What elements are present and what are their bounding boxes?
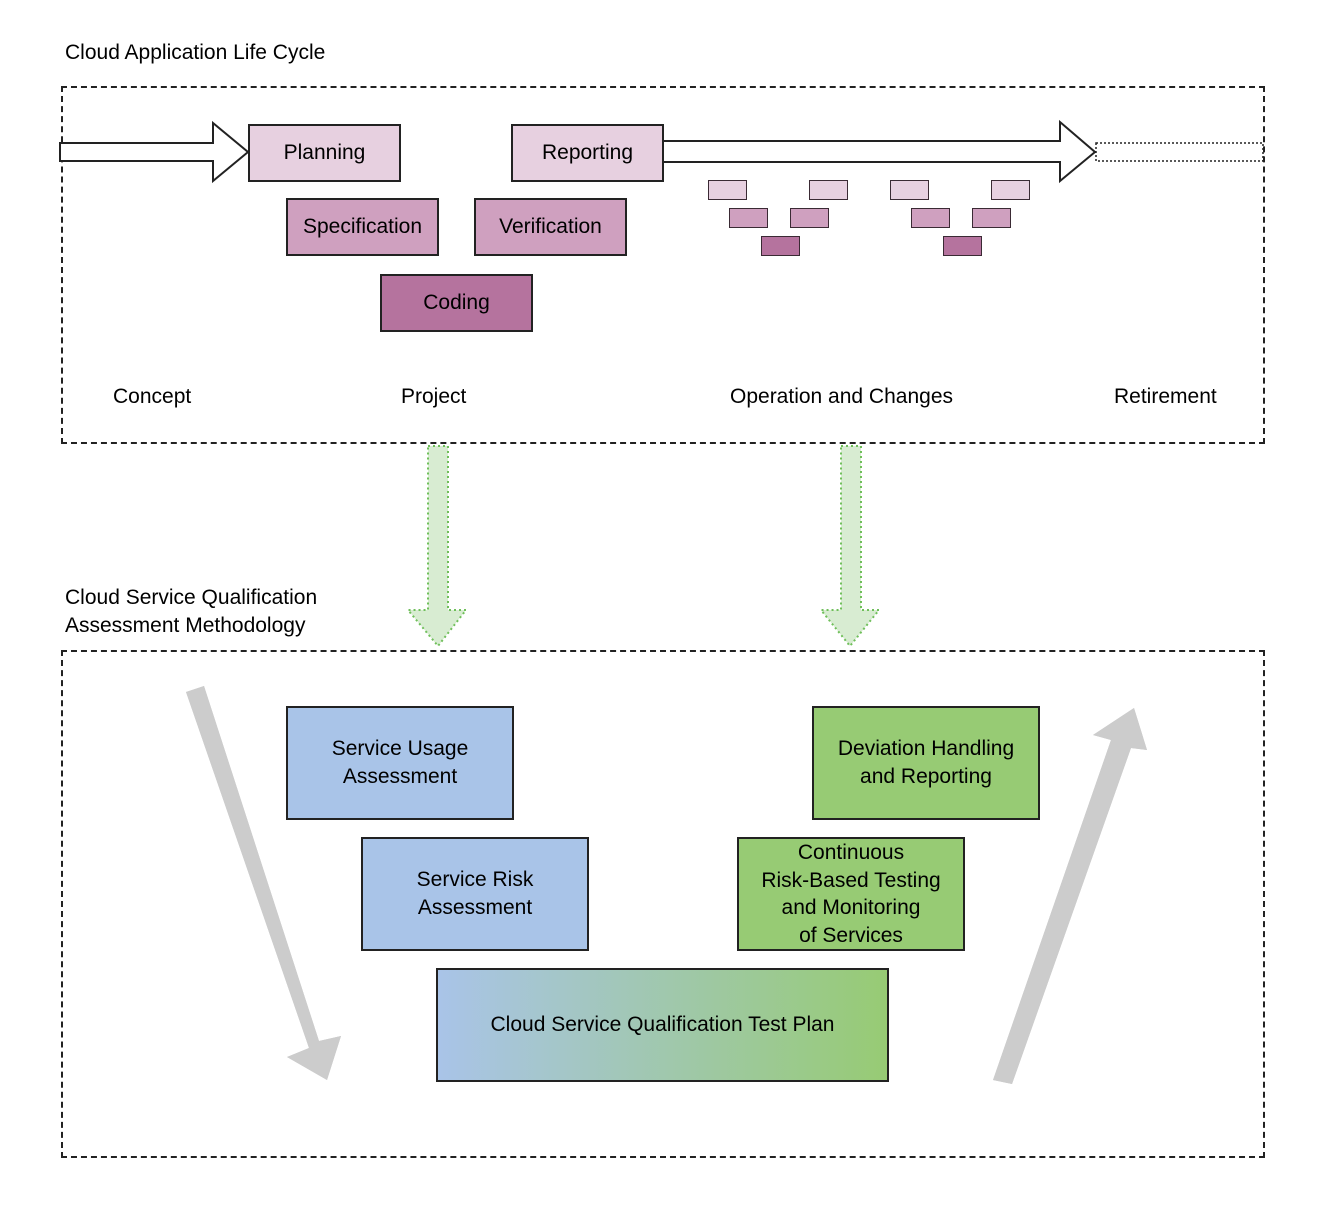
phase-concept: Concept xyxy=(113,385,192,408)
mini-v1-mid-left xyxy=(729,208,768,228)
specification-box: Specification xyxy=(286,198,439,256)
service-risk-line1: Service Risk xyxy=(416,868,534,891)
lifecycle-in-arrow xyxy=(59,120,250,184)
service-usage-box: Service Usage Assessment xyxy=(286,706,514,820)
planning-box: Planning xyxy=(248,124,401,182)
continuous-line2: Risk-Based Testing xyxy=(761,868,941,892)
continuous-line4: of Services xyxy=(799,923,903,947)
methodology-title: Cloud Service Qualification Assessment M… xyxy=(65,584,317,640)
lifecycle-title: Cloud Application Life Cycle xyxy=(65,41,326,64)
mini-v1-bottom xyxy=(761,236,800,256)
verification-box: Verification xyxy=(474,198,627,256)
phase-retirement: Retirement xyxy=(1114,385,1217,408)
retirement-tail xyxy=(1095,142,1264,162)
mini-v2-bottom xyxy=(943,236,982,256)
continuous-line1: Continuous xyxy=(797,841,905,864)
project-down-arrow xyxy=(405,445,469,648)
methodology-frame xyxy=(61,650,1265,1158)
methodology-title-line1: Cloud Service Qualification xyxy=(65,586,318,609)
mini-v2-mid-left xyxy=(911,208,950,228)
mini-v2-mid-right xyxy=(972,208,1011,228)
coding-box: Coding xyxy=(380,274,533,332)
coding-label: Coding xyxy=(423,291,490,314)
continuous-line3: and Monitoring xyxy=(781,896,921,919)
reporting-label: Reporting xyxy=(541,141,634,164)
mini-v1-top-left xyxy=(708,180,747,200)
mini-v2-top-right xyxy=(991,180,1030,200)
test-plan-label: Cloud Service Qualification Test Plan xyxy=(490,1013,835,1036)
test-plan-box: Cloud Service Qualification Test Plan xyxy=(436,968,889,1082)
service-usage-line2: Assessment xyxy=(342,765,458,788)
operation-down-arrow xyxy=(818,445,882,648)
specification-label: Specification xyxy=(302,215,423,238)
reporting-box: Reporting xyxy=(511,124,664,182)
phase-project: Project xyxy=(401,385,467,408)
service-risk-line2: Assessment xyxy=(417,896,533,919)
deviation-line1: Deviation Handling xyxy=(837,737,1015,760)
lifecycle-frame xyxy=(61,86,1265,444)
phase-operation: Operation and Changes xyxy=(730,385,953,408)
deviation-box: Deviation Handling and Reporting xyxy=(812,706,1040,820)
planning-label: Planning xyxy=(283,141,366,164)
mini-v1-mid-right xyxy=(790,208,829,228)
continuous-testing-box: Continuous Risk-Based Testing and Monito… xyxy=(737,837,965,951)
service-risk-box: Service Risk Assessment xyxy=(361,837,589,951)
verification-label: Verification xyxy=(499,215,602,238)
service-usage-line1: Service Usage xyxy=(331,737,469,760)
mini-v2-top-left xyxy=(890,180,929,200)
deviation-line2: and Reporting xyxy=(860,765,992,788)
lifecycle-out-arrow xyxy=(662,119,1097,184)
mini-v1-top-right xyxy=(809,180,848,200)
methodology-title-line2: Assessment Methodology xyxy=(65,614,306,637)
